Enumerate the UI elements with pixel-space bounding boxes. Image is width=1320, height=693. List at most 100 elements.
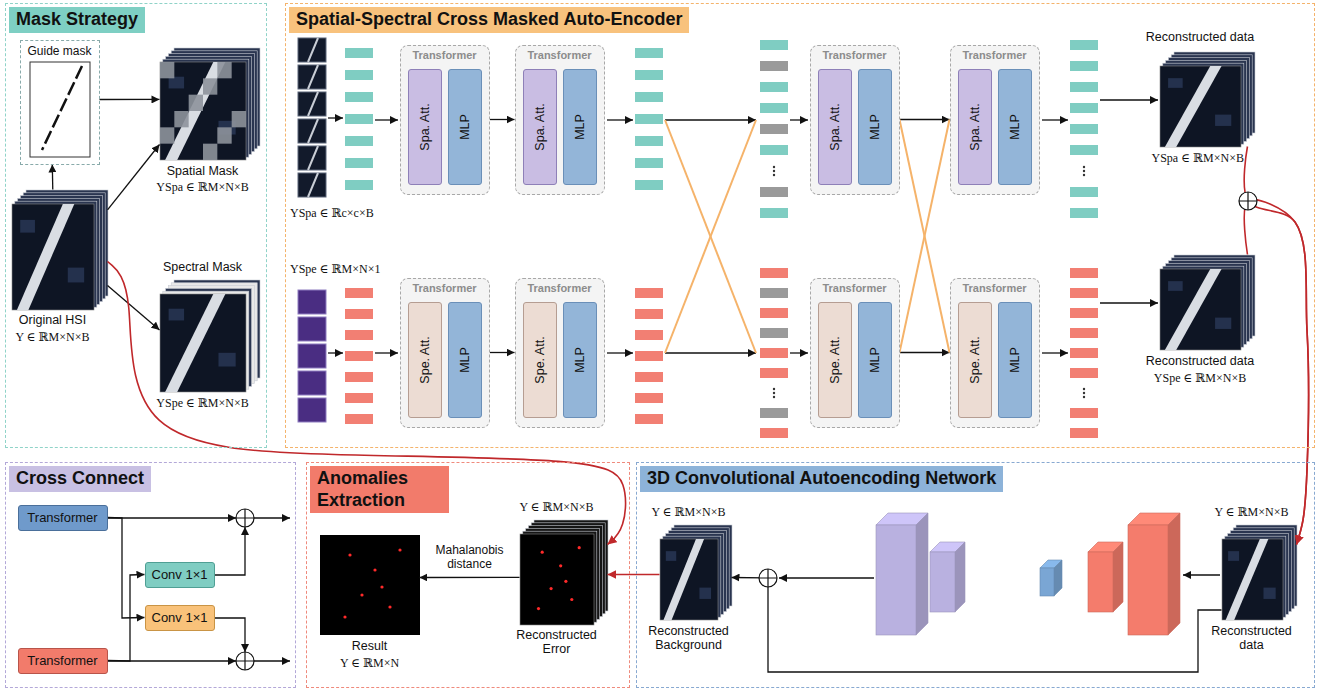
mask-cell xyxy=(217,127,231,143)
connector xyxy=(900,120,950,353)
image-node: Y ∈ ℝM×N×BReconstructed Error xyxy=(520,520,608,625)
patch-stripe xyxy=(308,92,318,116)
block-front xyxy=(1088,552,1113,612)
transformer-block: TransformerSpa. Att.MLP xyxy=(810,45,900,195)
token xyxy=(760,145,788,155)
spectral-patch xyxy=(298,290,326,314)
block-side xyxy=(1113,542,1123,612)
math-label: YSpa ∈ ℝM×N×B xyxy=(148,180,258,195)
arrow-line xyxy=(779,577,874,578)
sum-symbol xyxy=(236,509,254,527)
ellipsis-dot xyxy=(773,388,775,390)
transformer-block: TransformerSpa. Att.MLP xyxy=(515,45,605,195)
spectral-patch xyxy=(298,317,326,341)
anomaly-dot xyxy=(348,553,351,556)
ellipsis-dot xyxy=(773,174,775,176)
image-face xyxy=(12,204,94,310)
block-side xyxy=(1054,560,1062,596)
sum-circle xyxy=(1239,192,1257,210)
node-label: Result xyxy=(315,639,425,653)
token xyxy=(1070,124,1098,134)
block-side xyxy=(1168,513,1180,635)
transformer-block: TransformerSpe. Att.MLP xyxy=(400,278,490,428)
anomaly-dot xyxy=(380,585,383,588)
node-label: Spectral Mask xyxy=(148,260,258,274)
node-label: Transformer xyxy=(811,49,899,61)
texture xyxy=(1168,281,1183,291)
arrow-line xyxy=(607,352,633,353)
token xyxy=(345,372,373,382)
process-box: Transformer xyxy=(18,648,108,674)
connector xyxy=(108,262,626,545)
patch-stripe xyxy=(308,119,318,143)
mlp-box: MLP xyxy=(563,302,597,418)
block-front xyxy=(930,552,955,612)
texture xyxy=(1168,78,1183,88)
image-node: Original HSIY ∈ ℝM×N×B xyxy=(12,190,108,310)
math-label: YSpe ∈ ℝM×N×B xyxy=(1133,371,1268,386)
spatial-patch xyxy=(298,119,326,143)
anomaly-dot xyxy=(570,598,573,601)
token xyxy=(635,180,663,190)
image-face xyxy=(1160,269,1241,350)
token xyxy=(635,48,663,58)
token xyxy=(1070,40,1098,50)
anomaly-dot xyxy=(537,607,540,610)
node-label: Spe. Att. xyxy=(968,336,982,383)
token xyxy=(345,309,373,319)
mask-cell xyxy=(160,127,174,143)
token xyxy=(1070,308,1098,318)
token xyxy=(345,114,373,124)
math-label: YSpe ∈ ℝM×N×1 xyxy=(290,262,380,277)
anomaly-dot xyxy=(564,580,567,583)
mlp-box: MLP xyxy=(998,302,1032,418)
math-label: Y ∈ ℝM×N×B xyxy=(1202,505,1302,520)
token xyxy=(1070,328,1098,338)
texture xyxy=(1263,588,1275,599)
token xyxy=(760,40,788,50)
node-label: Reconstructed data xyxy=(1202,624,1302,652)
token xyxy=(1070,408,1098,418)
token xyxy=(760,328,788,338)
node-label: Transformer xyxy=(811,282,899,294)
attention-box: Spa. Att. xyxy=(958,69,992,185)
spatial-patch xyxy=(298,65,326,89)
ellipsis-dot xyxy=(1083,392,1085,394)
guide-mask-box: Guide mask xyxy=(20,40,100,165)
math-label: Y ∈ ℝM×N xyxy=(315,656,425,671)
token xyxy=(635,70,663,80)
spectral-patch xyxy=(298,398,326,422)
mask-cell xyxy=(203,78,217,94)
spatial-patch xyxy=(298,92,326,116)
token xyxy=(635,393,663,403)
token xyxy=(345,136,373,146)
node-label: MLP xyxy=(572,114,586,140)
arrow-line xyxy=(328,352,343,353)
arrow-line xyxy=(375,352,398,353)
edge-label: Mahalanobis distance xyxy=(423,543,517,571)
token xyxy=(635,158,663,168)
road-stripe xyxy=(1165,269,1222,350)
token xyxy=(635,114,663,124)
guide-mask-line xyxy=(42,66,82,150)
mask-cell xyxy=(203,144,217,160)
mask-cell xyxy=(232,111,246,127)
arrow-line xyxy=(1183,574,1220,575)
connector xyxy=(732,578,1222,672)
connector xyxy=(900,120,950,353)
ellipsis-dot xyxy=(1083,174,1085,176)
texture xyxy=(20,220,35,233)
process-box: Conv 1×1 xyxy=(145,562,215,588)
token xyxy=(1070,288,1098,298)
token xyxy=(760,268,788,278)
mlp-box: MLP xyxy=(448,302,482,418)
node-label: Transformer xyxy=(516,282,604,294)
connector xyxy=(108,518,145,619)
sum-circle xyxy=(759,569,777,587)
anomaly-dot xyxy=(388,605,391,608)
ellipsis-dot xyxy=(773,170,775,172)
node-label: Transformer xyxy=(27,510,97,525)
connector xyxy=(608,574,660,576)
